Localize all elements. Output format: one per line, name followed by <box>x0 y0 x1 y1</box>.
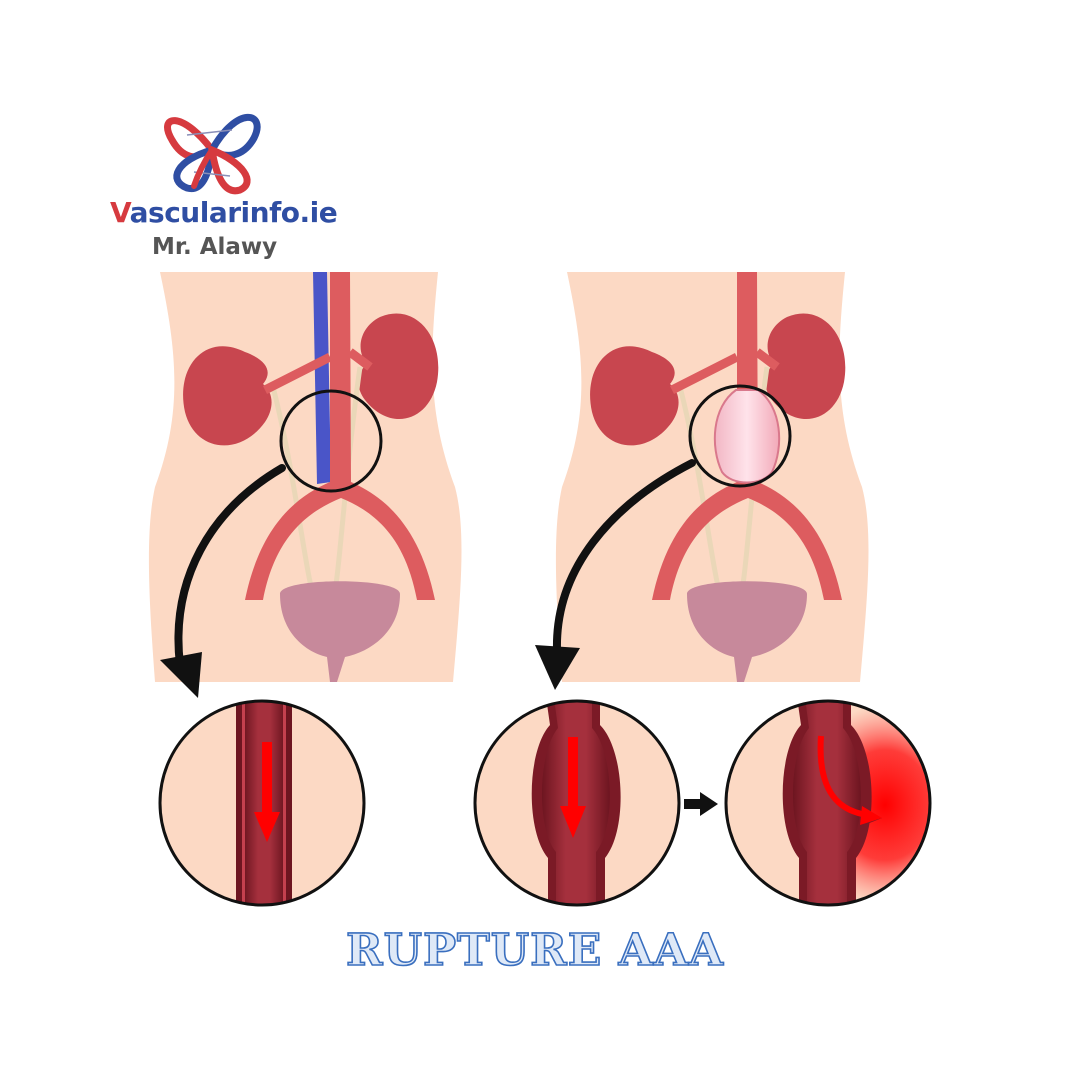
logo-wordmark-rest: ascularinfo.ie <box>130 196 338 229</box>
logo-author: Mr. Alawy <box>152 234 277 260</box>
logo-wordmark: Vascularinfo.ie <box>110 196 337 229</box>
bladder <box>687 581 807 682</box>
bladder <box>280 581 400 682</box>
vascularinfo-logo[interactable]: Vascularinfo.ie Mr. Alawy <box>110 113 338 260</box>
caption-title: RUPTURE AAA <box>346 925 724 976</box>
focus-circle-normal <box>279 389 383 493</box>
kidney-left <box>590 346 679 446</box>
zoom-arrow-left <box>160 464 286 698</box>
zoom-arrow-right <box>535 459 696 690</box>
kidney-right <box>765 313 846 420</box>
kidney-right <box>358 313 439 420</box>
focus-circle-aneurysm <box>688 384 792 488</box>
detail-rupture <box>724 699 932 907</box>
torso-normal <box>148 272 462 682</box>
logo-wordmark-v: V <box>110 196 132 229</box>
detail-aneurysm <box>473 699 681 907</box>
progression-arrow-icon <box>684 792 718 816</box>
kidney-left <box>183 346 272 446</box>
aorta-normal <box>245 272 435 600</box>
flow-arrow-icon <box>254 742 280 842</box>
vena-cava <box>313 272 331 484</box>
aneurysm-bulge <box>713 389 781 484</box>
rupture-flow-arrow-icon <box>817 735 882 825</box>
detail-normal-vessel <box>158 699 366 907</box>
butterfly-logo-icon <box>164 113 261 195</box>
flow-arrow-icon <box>560 737 586 838</box>
torso-aneurysm <box>555 272 869 682</box>
